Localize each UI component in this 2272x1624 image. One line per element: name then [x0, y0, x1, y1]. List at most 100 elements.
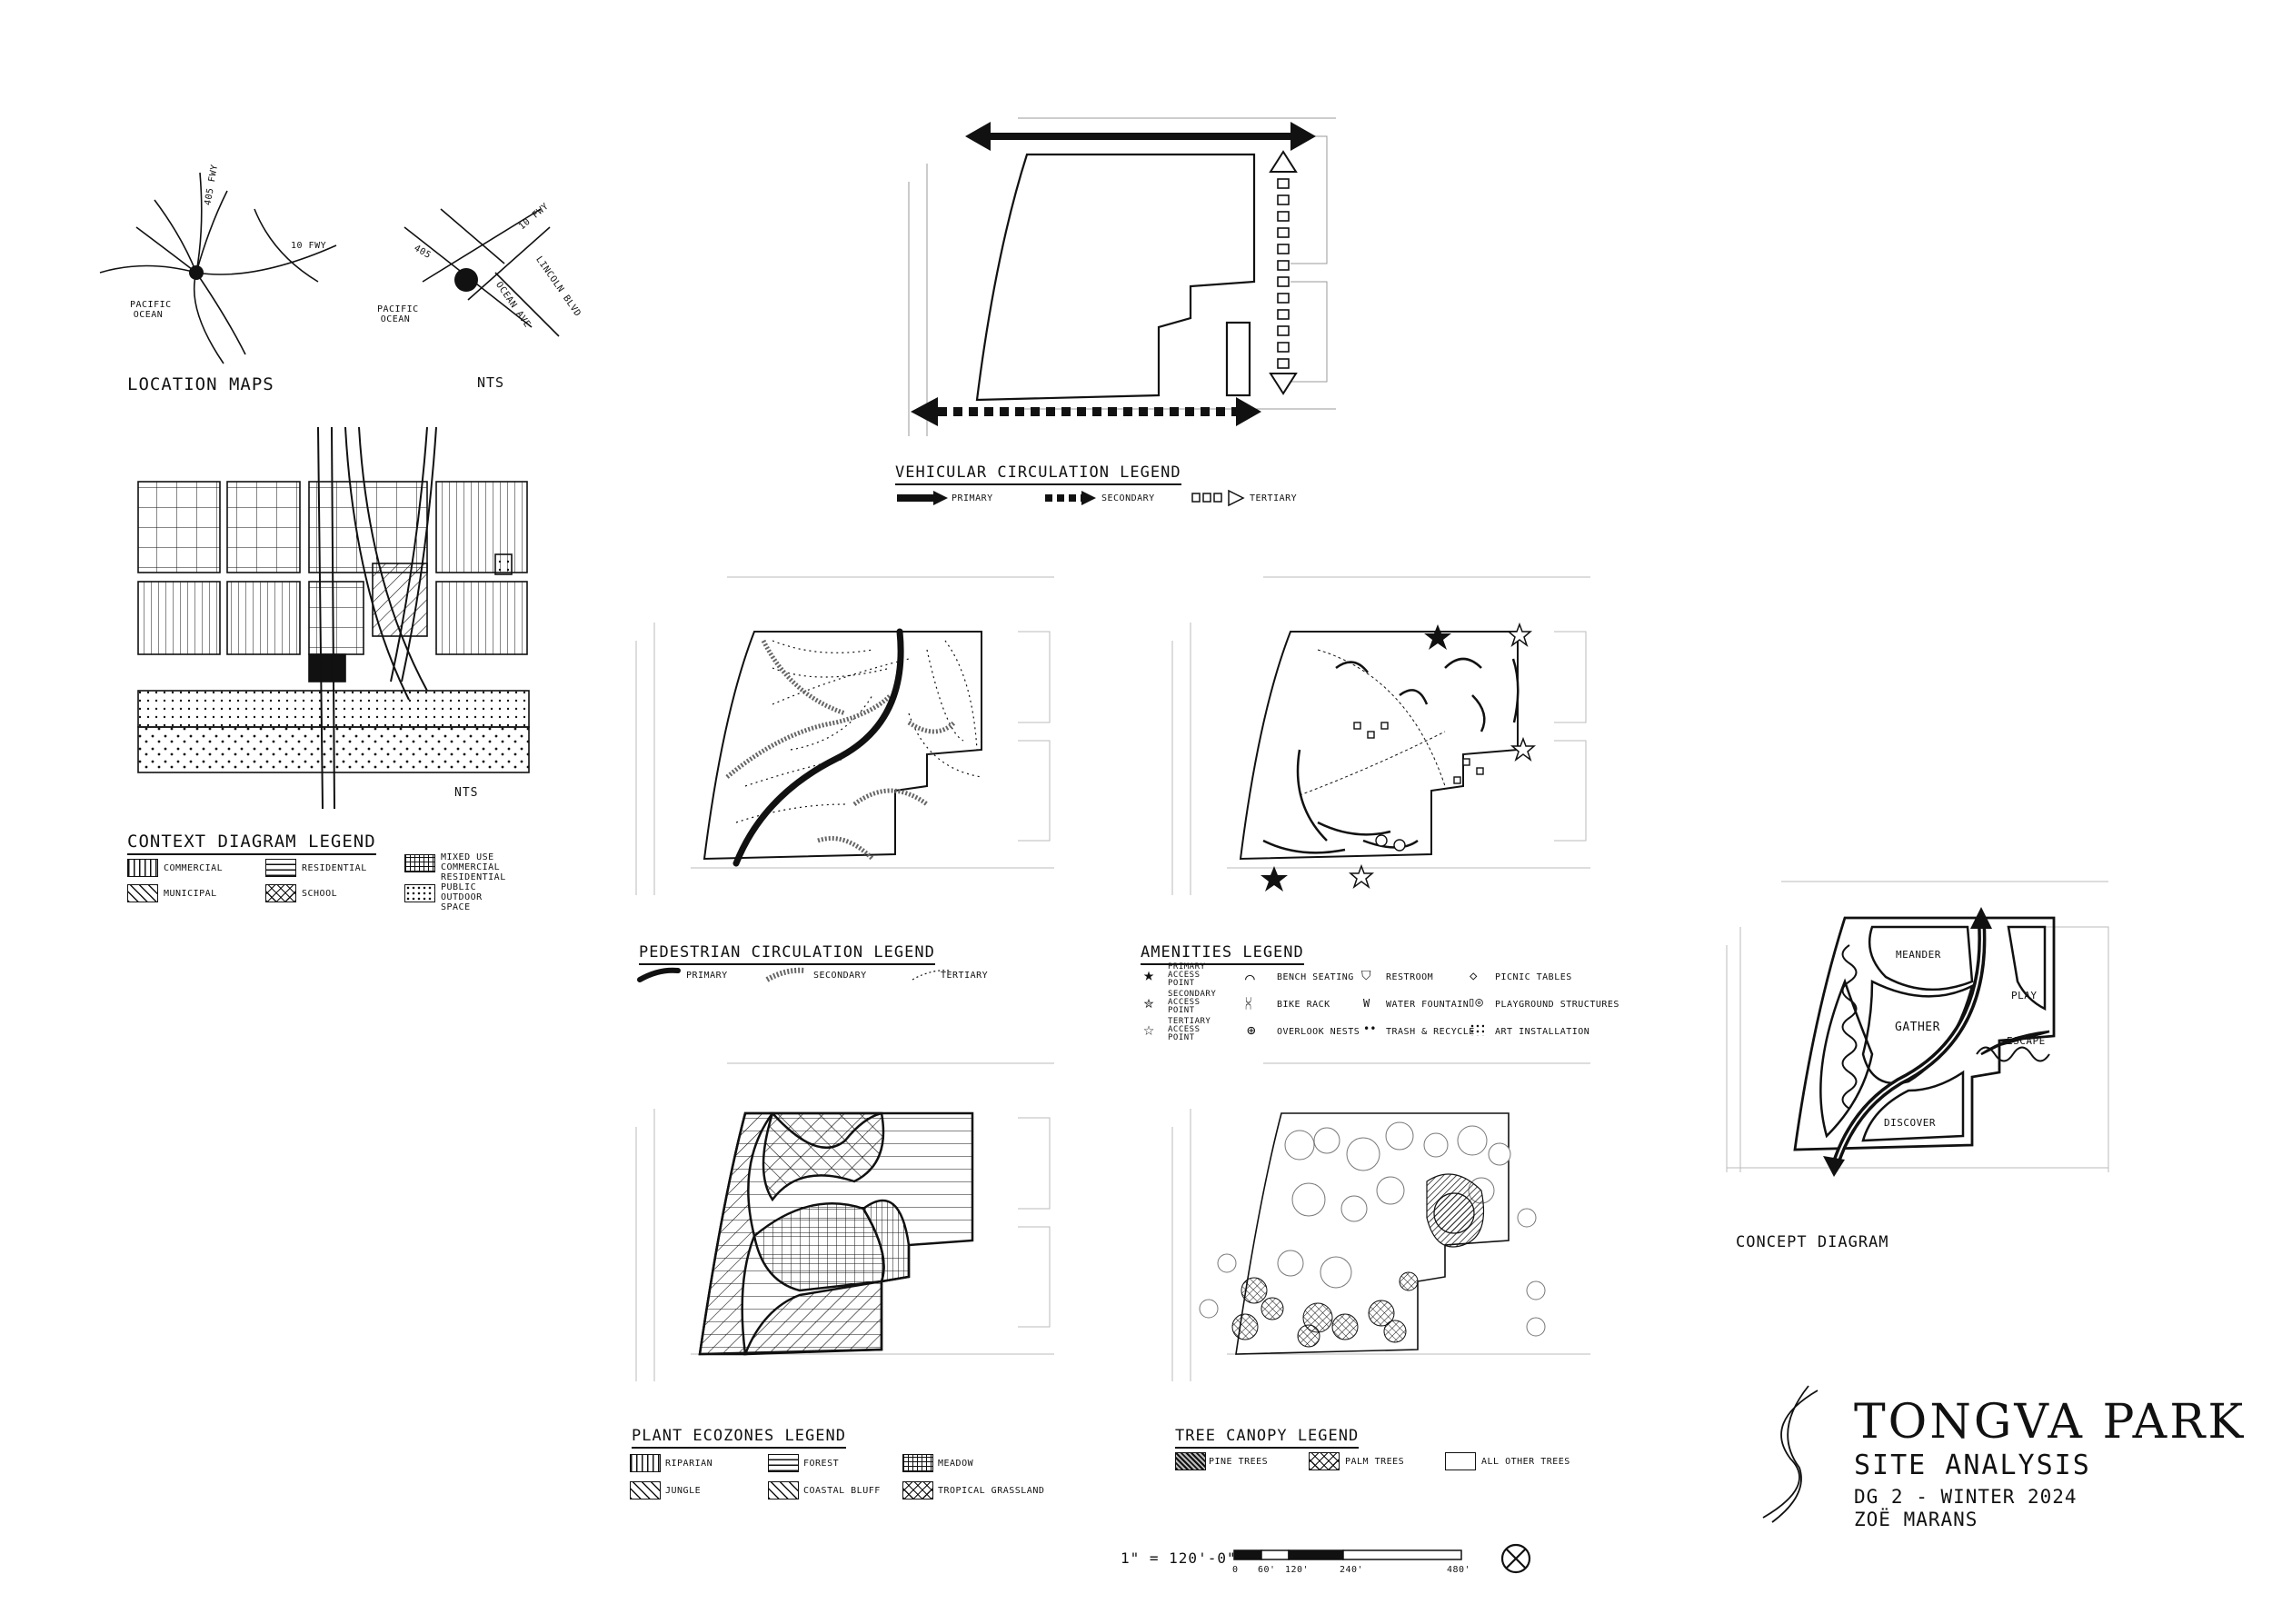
vehicular-secondary-symbol: [1045, 491, 1096, 505]
coastal-bluff-label: COASTAL BLUFF: [803, 1486, 881, 1496]
jungle-swatch: [630, 1481, 661, 1499]
primary-access-label: PRIMARY ACCESS POINT: [1168, 962, 1206, 988]
map2-ocean-label: PACIFIC OCEAN: [377, 304, 419, 324]
north-arrow-icon: [1500, 1543, 1531, 1574]
vehicular-primary-label: PRIMARY: [952, 493, 993, 503]
municipal-swatch: [127, 884, 158, 902]
context-nts: NTS: [454, 786, 479, 800]
tropical-grassland-swatch: [902, 1481, 933, 1499]
municipal-label: MUNICIPAL: [164, 889, 217, 899]
zone-escape: ESCAPE: [2007, 1035, 2046, 1047]
meadow-swatch: [902, 1454, 933, 1472]
title-swoosh-icon: [1762, 1385, 1819, 1523]
vehicular-tertiary-label: TERTIARY: [1250, 493, 1298, 503]
public-outdoor-swatch: [404, 884, 435, 902]
public-outdoor-label: PUBLIC OUTDOOR SPACE: [441, 882, 483, 912]
school-swatch: [265, 884, 296, 902]
bench-icon: ⌒: [1245, 969, 1255, 988]
plant-legend-title: PLANT ECOZONES LEGEND: [632, 1427, 846, 1449]
scale-tick-0: 0: [1232, 1565, 1239, 1575]
tertiary-access-label: TERTIARY ACCESS POINT: [1168, 1017, 1211, 1042]
water-fountain-icon: W: [1363, 997, 1370, 1010]
art-installation-label: ART INSTALLATION: [1495, 1027, 1590, 1037]
author-name: ZOË MARANS: [1854, 1509, 1978, 1530]
zone-play: PLAY: [2011, 990, 2038, 1001]
secondary-access-star-icon: ✮: [1143, 991, 1155, 1012]
map1-ocean-label: PACIFIC OCEAN: [130, 300, 172, 320]
mixed-use-swatch: [404, 854, 435, 872]
vehicular-site-plan: [908, 117, 1336, 436]
context-legend-title: CONTEXT DIAGRAM LEGEND: [127, 832, 376, 855]
playground-label: PLAYGROUND STRUCTURES: [1495, 1000, 1619, 1010]
other-trees-swatch: [1445, 1452, 1476, 1470]
trash-label: TRASH & RECYCLE: [1386, 1027, 1475, 1037]
zone-gather: GATHER: [1895, 1021, 1940, 1034]
water-fountain-label: WATER FOUNTAIN: [1386, 1000, 1470, 1010]
location-map-2: [404, 208, 560, 337]
plant-ecozones-plan: [635, 1062, 1054, 1381]
picnic-label: PICNIC TABLES: [1495, 972, 1572, 982]
pedestrian-secondary-symbol: [765, 967, 806, 982]
residential-label: RESIDENTIAL: [302, 863, 367, 873]
context-map: [137, 426, 530, 810]
map1-10-label: 10 FWY: [291, 241, 327, 251]
course-info: DG 2 - WINTER 2024: [1854, 1486, 2078, 1508]
location-map-1: [99, 172, 337, 364]
tropical-grassland-label: TROPICAL GRASSLAND: [938, 1486, 1045, 1496]
overlook-label: OVERLOOK NESTS: [1277, 1027, 1360, 1037]
zone-discover: DISCOVER: [1884, 1117, 1936, 1129]
coastal-bluff-swatch: [768, 1481, 799, 1499]
canopy-legend-title: TREE CANOPY LEGEND: [1175, 1427, 1360, 1449]
primary-road-arrow: [965, 122, 1316, 151]
palm-swatch: [1309, 1452, 1340, 1470]
scale-bar-graphic: [1233, 1549, 1462, 1560]
picnic-icon: ◇: [1470, 969, 1478, 983]
vehicular-legend-title: VEHICULAR CIRCULATION LEGEND: [895, 463, 1181, 485]
tree-canopy-plan: [1171, 1062, 1590, 1381]
mixed-use-label: MIXED USE COMMERCIAL RESIDENTIAL: [441, 852, 506, 882]
pine-swatch: [1175, 1452, 1206, 1470]
scale-text: 1" = 120'-0": [1121, 1549, 1237, 1567]
scale-tick-60: 60': [1258, 1565, 1276, 1575]
pedestrian-secondary-label: SECONDARY: [813, 971, 867, 981]
scale-tick-240: 240': [1340, 1565, 1364, 1575]
restroom-label: RESTROOM: [1386, 972, 1434, 982]
bike-rack-icon: ⩆: [1245, 995, 1252, 1012]
school-label: SCHOOL: [302, 889, 338, 899]
pedestrian-site-plan: [635, 576, 1054, 895]
pedestrian-tertiary-symbol: [912, 970, 952, 981]
riparian-swatch: [630, 1454, 661, 1472]
concept-title: CONCEPT DIAGRAM: [1736, 1233, 1889, 1251]
forest-swatch: [768, 1454, 799, 1472]
tertiary-road-arrow: [1269, 150, 1298, 395]
project-subtitle: SITE ANALYSIS: [1854, 1450, 2091, 1481]
amenities-legend-title: AMENITIES LEGEND: [1141, 943, 1304, 965]
residential-swatch: [265, 859, 296, 877]
jungle-label: JUNGLE: [665, 1486, 702, 1496]
secondary-access-label: SECONDARY ACCESS POINT: [1168, 990, 1217, 1015]
scale-tick-480: 480': [1447, 1565, 1471, 1575]
other-trees-label: ALL OTHER TREES: [1481, 1457, 1570, 1467]
primary-access-star-icon: ★: [1143, 963, 1155, 985]
pedestrian-primary-label: PRIMARY: [686, 971, 728, 981]
concept-plan: [1726, 881, 2109, 1177]
location-nts: NTS: [477, 374, 505, 391]
playground-icon: ▯◎: [1468, 995, 1483, 1010]
vehicular-tertiary-symbol: [1191, 489, 1245, 507]
meadow-label: MEADOW: [938, 1459, 974, 1469]
secondary-road-arrow: [911, 397, 1261, 426]
location-maps-title: LOCATION MAPS: [127, 374, 274, 394]
scale-tick-120: 120': [1285, 1565, 1310, 1575]
pedestrian-tertiary-label: TERTIARY: [941, 971, 989, 981]
bike-rack-label: BIKE RACK: [1277, 1000, 1330, 1010]
amenities-site-plan: [1171, 576, 1590, 895]
tertiary-access-star-icon: ☆: [1143, 1018, 1155, 1040]
art-installation-icon: [1470, 1023, 1484, 1036]
restroom-icon: ⛉: [1361, 969, 1371, 983]
zone-meander: MEANDER: [1896, 949, 1941, 961]
vehicular-secondary-label: SECONDARY: [1101, 493, 1155, 503]
vehicular-primary-symbol: [897, 491, 948, 505]
pedestrian-primary-symbol: [637, 967, 681, 982]
trash-icon: ••: [1363, 1022, 1377, 1035]
pedestrian-legend-title: PEDESTRIAN CIRCULATION LEGEND: [639, 943, 935, 965]
